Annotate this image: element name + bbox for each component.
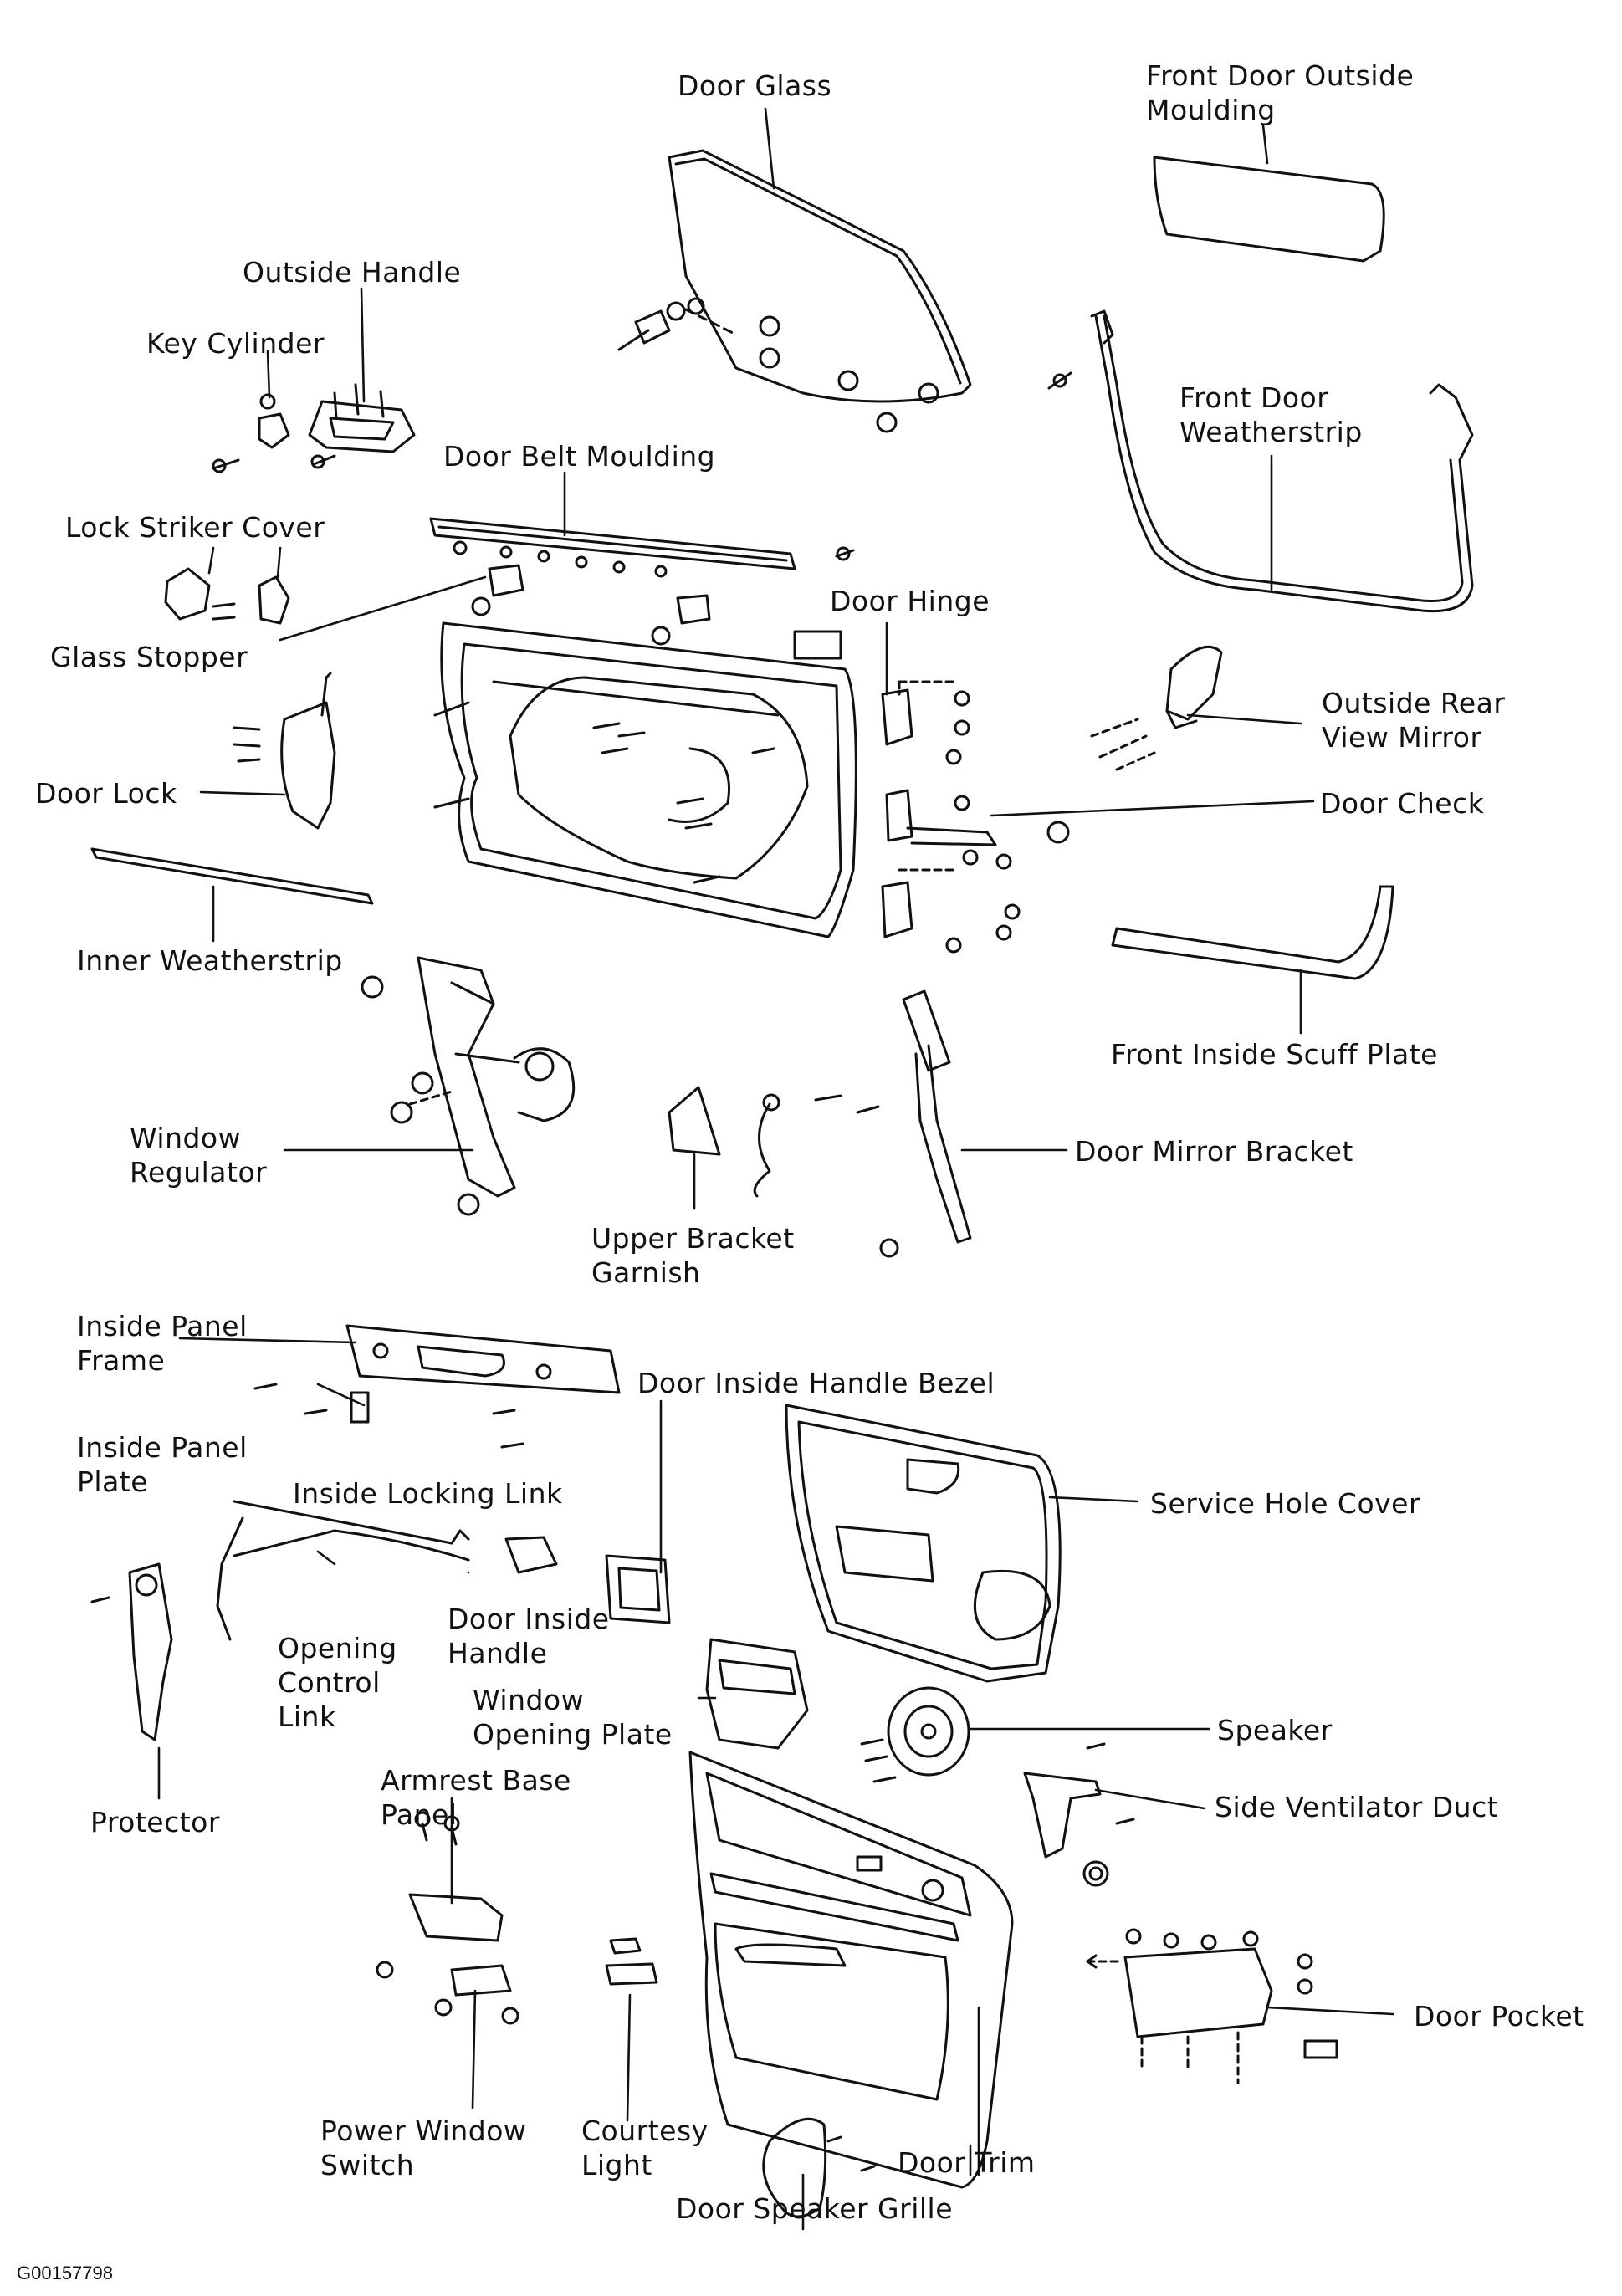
belt-moulding-part (429, 517, 855, 578)
label-window-regulator: Window Regulator (130, 1122, 268, 1189)
label-window-opening-plate: Window Opening Plate (473, 1684, 673, 1751)
label-front-door-weatherstrip: Front Door Weatherstrip (1179, 381, 1363, 448)
label-door-pocket: Door Pocket (1414, 2000, 1584, 2033)
door-trim-part (688, 1751, 1014, 2189)
label-opening-control-link: Opening Control Link (278, 1632, 397, 1733)
label-courtesy-light: Courtesy Light (581, 2114, 709, 2181)
inner-weatherstrip-part (90, 847, 374, 905)
label-outside-rear-view-mirror: Outside Rear View Mirror (1322, 687, 1506, 754)
label-speaker: Speaker (1217, 1714, 1333, 1746)
label-armrest-base-panel: Armrest Base Panel (381, 1764, 571, 1831)
outside-handle-part (212, 383, 416, 473)
label-outside-handle: Outside Handle (243, 256, 462, 289)
door-lock-part (233, 672, 336, 830)
label-inner-weatherstrip: Inner Weatherstrip (77, 944, 343, 977)
inside-handle-part (504, 1536, 671, 1624)
service-hole-cover-part (785, 1404, 1062, 1683)
inside-panel-frame-part (253, 1324, 621, 1449)
door-glass-part (617, 149, 972, 433)
label-door-speaker-grille: Door Speaker Grille (676, 2192, 954, 2225)
label-door-inside-handle-bezel: Door Inside Handle Bezel (637, 1367, 995, 1399)
rear-view-mirror-part (1090, 645, 1223, 771)
scuff-plate-part (1111, 885, 1394, 980)
armrest-base-panel-part (376, 1811, 519, 2025)
label-glass-stopper: Glass Stopper (50, 641, 248, 673)
label-service-hole-cover: Service Hole Cover (1150, 1487, 1421, 1520)
leader-lines (157, 107, 1394, 2231)
label-upper-bracket-garnish: Upper Bracket Garnish (591, 1222, 795, 1289)
label-door-check: Door Check (1320, 787, 1485, 820)
speaker-grille-part (762, 2117, 876, 2218)
label-inside-panel-frame: Inside Panel Frame (77, 1310, 248, 1377)
window-opening-plate-part (705, 1638, 809, 1750)
door-pocket-part (1086, 1928, 1338, 2084)
ventilator-duct-part (1023, 1742, 1135, 1887)
lock-striker-cover-part (164, 567, 290, 625)
window-regulator-part (361, 956, 576, 1216)
speaker-part (860, 1686, 970, 1783)
protector-part (90, 1562, 173, 1741)
door-hinge-part (881, 680, 1070, 954)
label-door-lock: Door Lock (35, 777, 177, 810)
label-door-mirror-bracket: Door Mirror Bracket (1075, 1135, 1353, 1168)
label-door-inside-handle: Door Inside Handle (448, 1603, 610, 1670)
label-door-hinge: Door Hinge (830, 585, 990, 617)
label-front-inside-scuff-plate: Front Inside Scuff Plate (1111, 1038, 1438, 1071)
glass-stopper-part (471, 564, 842, 660)
label-lock-striker-cover: Lock Striker Cover (65, 511, 325, 544)
label-protector: Protector (90, 1806, 220, 1838)
label-side-ventilator-duct: Side Ventilator Duct (1215, 1791, 1499, 1823)
label-door-belt-moulding: Door Belt Moulding (443, 440, 716, 473)
figure-code: G00157798 (17, 2263, 113, 2283)
label-key-cylinder: Key Cylinder (146, 327, 325, 360)
label-inside-locking-link: Inside Locking Link (293, 1477, 563, 1510)
label-power-window-switch: Power Window Switch (320, 2114, 527, 2181)
door-inner-panel-part (433, 621, 857, 938)
bracket-garnish-part (668, 1086, 880, 1198)
inside-locking-link-part (216, 1500, 470, 1641)
label-door-glass: Door Glass (678, 69, 832, 102)
weatherstrip-part (1047, 309, 1474, 613)
outside-moulding-part (1153, 156, 1385, 263)
label-door-trim: Door Trim (898, 2146, 1036, 2179)
label-front-door-outside-moulding: Front Door Outside Moulding (1146, 59, 1415, 126)
mirror-bracket-part (879, 989, 972, 1258)
label-inside-panel-plate: Inside Panel Plate (77, 1431, 248, 1498)
courtesy-light-part (605, 1937, 658, 1986)
